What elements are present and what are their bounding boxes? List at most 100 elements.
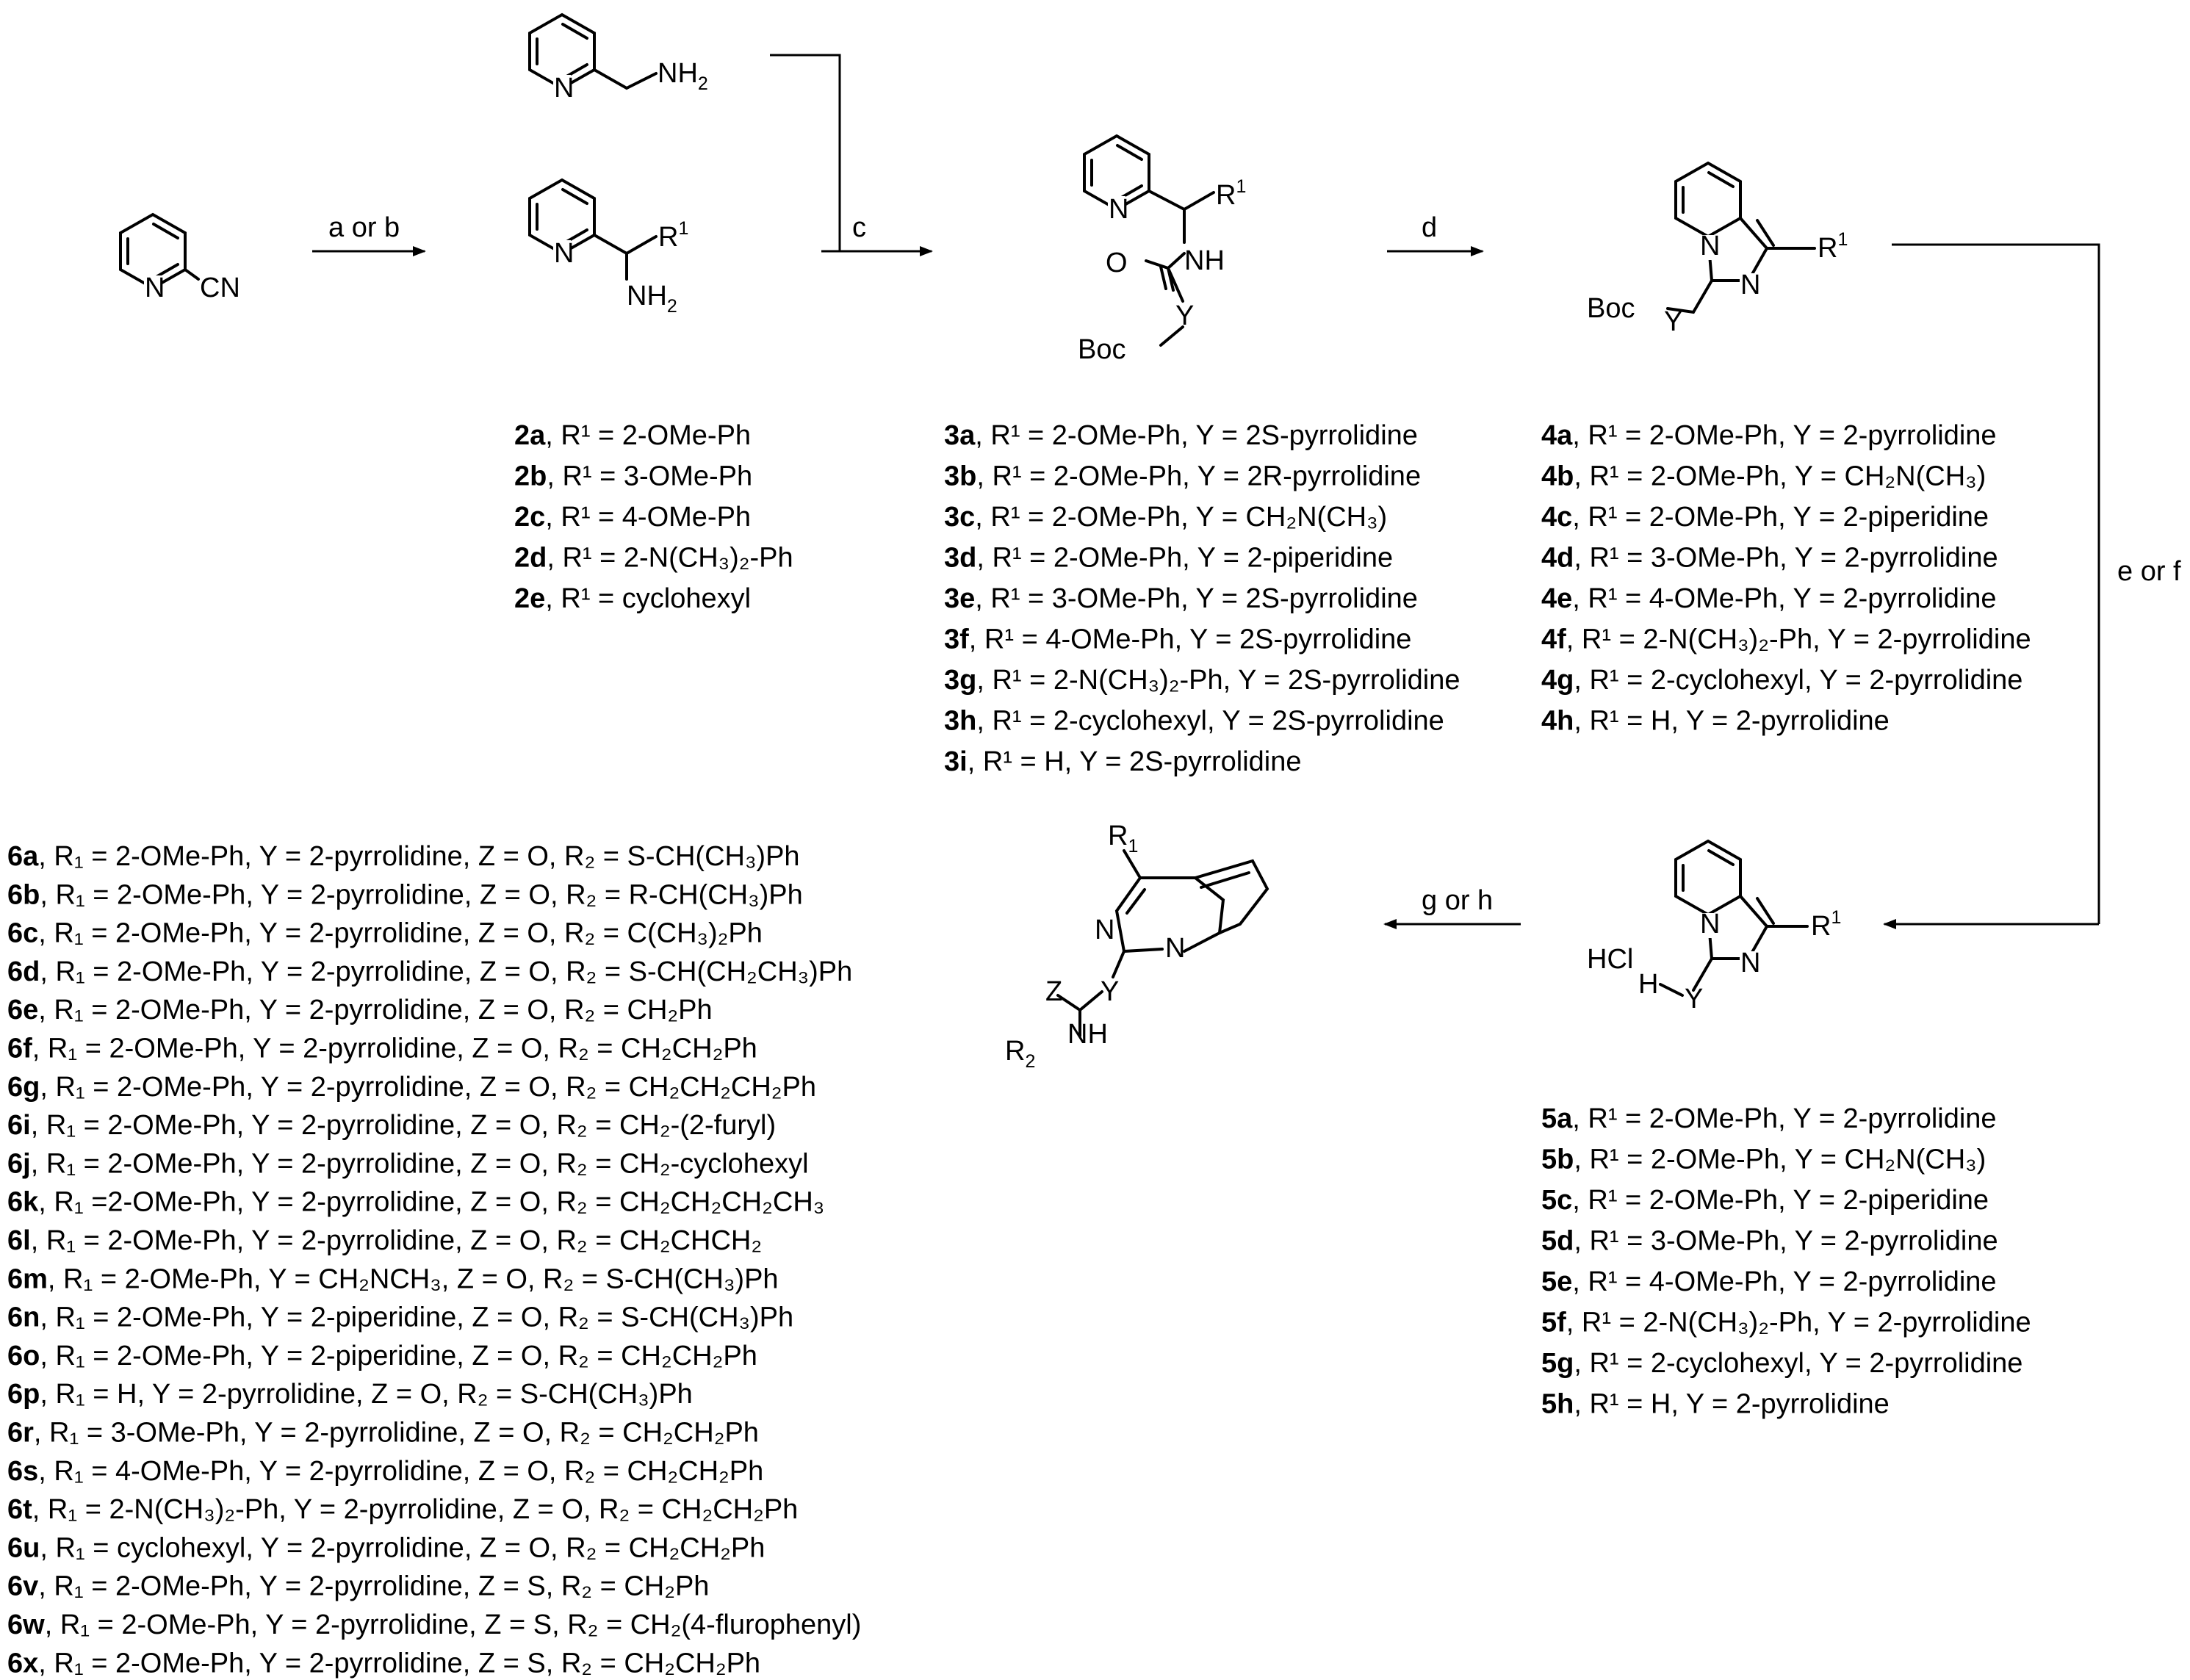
- compound-entry-4e: 4e, R¹ = 4-OMe-Ph, Y = 2-pyrrolidine: [1541, 583, 1997, 614]
- compound-entry-5e: 5e, R¹ = 4-OMe-Ph, Y = 2-pyrrolidine: [1541, 1266, 1997, 1297]
- compound-entry-6r: 6r, R₁ = 3-OMe-Ph, Y = 2-pyrrolidine, Z …: [7, 1418, 759, 1449]
- compound-entry-3c: 3c, R¹ = 2-OMe-Ph, Y = CH₂N(CH₃): [944, 502, 1387, 533]
- compound-entry-6g: 6g, R₁ = 2-OMe-Ph, Y = 2-pyrrolidine, Z …: [7, 1072, 816, 1103]
- r2-label: R2: [1005, 1036, 1035, 1072]
- z-label: Z: [1045, 976, 1062, 1007]
- compound-entry-4a: 4a, R¹ = 2-OMe-Ph, Y = 2-pyrrolidine: [1541, 420, 1997, 451]
- compound-entry-4d: 4d, R¹ = 3-OMe-Ph, Y = 2-pyrrolidine: [1541, 543, 1998, 574]
- atom-n-imidazole: N: [1095, 915, 1114, 945]
- compound-entry-5b: 5b, R¹ = 2-OMe-Ph, Y = CH₂N(CH₃): [1541, 1144, 1986, 1175]
- compound-list-3: 3a, R¹ = 2-OMe-Ph, Y = 2S-pyrrolidine 3b,…: [944, 420, 1460, 777]
- structure-2-picolylamine: N NH2: [528, 12, 708, 104]
- structure-2-cyanopyridine: N CN: [119, 212, 240, 303]
- structure-compound-4: N N R1 Boc Y: [1587, 161, 1848, 337]
- compound-entry-6v: 6v, R₁ = 2-OMe-Ph, Y = 2-pyrrolidine, Z …: [7, 1571, 709, 1602]
- compound-entry-2e: 2e, R¹ = cyclohexyl: [514, 583, 751, 614]
- compound-entry-6c: 6c, R₁ = 2-OMe-Ph, Y = 2-pyrrolidine, Z …: [7, 918, 763, 949]
- compound-list-6: 6a, R₁ = 2-OMe-Ph, Y = 2-pyrrolidine, Z …: [7, 841, 861, 1679]
- compound-entry-5c: 5c, R¹ = 2-OMe-Ph, Y = 2-piperidine: [1541, 1185, 1989, 1216]
- r1-label: R1: [658, 218, 688, 253]
- compound-entry-5h: 5h, R¹ = H, Y = 2-pyrrolidine: [1541, 1389, 1890, 1420]
- atom-n: N: [554, 73, 574, 104]
- y-label: Y: [1664, 306, 1682, 337]
- arrow-step-c: c: [770, 54, 933, 256]
- h-label: H: [1638, 969, 1658, 1000]
- atom-n-imidazole: N: [1740, 948, 1760, 978]
- compound-entry-6e: 6e, R₁ = 2-OMe-Ph, Y = 2-pyrrolidine, Z …: [7, 995, 713, 1025]
- compound-entry-3f: 3f, R¹ = 4-OMe-Ph, Y = 2S-pyrrolidine: [944, 624, 1411, 655]
- compound-entry-4b: 4b, R¹ = 2-OMe-Ph, Y = CH₂N(CH₃): [1541, 461, 1986, 492]
- compound-entry-6t: 6t, R₁ = 2-N(CH₃)₂-Ph, Y = 2-pyrrolidine…: [7, 1494, 798, 1525]
- compound-list-5: 5a, R¹ = 2-OMe-Ph, Y = 2-pyrrolidine5b, …: [1541, 1103, 2031, 1420]
- y-label: Y: [1685, 984, 1703, 1014]
- compound-entry-6b: 6b, R₁ = 2-OMe-Ph, Y = 2-pyrrolidine, Z …: [7, 879, 803, 910]
- compound-entry-3b: 3b, R¹ = 2-OMe-Ph, Y = 2R-pyrrolidine: [944, 461, 1421, 492]
- step-label-d: d: [1422, 212, 1437, 243]
- compound-entry-6a: 6a, R₁ = 2-OMe-Ph, Y = 2-pyrrolidine, Z …: [7, 841, 800, 872]
- amine-nh2-label: NH2: [658, 58, 708, 94]
- compound-entry-3d: 3d, R¹ = 2-OMe-Ph, Y = 2-piperidine: [944, 543, 1393, 574]
- nh-label: NH: [1184, 245, 1225, 276]
- boc-label: Boc: [1587, 293, 1635, 324]
- arrow-step-d: d: [1387, 212, 1484, 256]
- compound-entry-6m: 6m, R₁ = 2-OMe-Ph, Y = CH₂NCH₃, Z = O, R…: [7, 1263, 779, 1294]
- compound-entry-6n: 6n, R₁ = 2-OMe-Ph, Y = 2-piperidine, Z =…: [7, 1302, 793, 1333]
- nh2-label: NH2: [627, 281, 677, 317]
- r1-label: R1: [1818, 229, 1848, 264]
- r1-label: R1: [1108, 821, 1138, 857]
- compound-entry-6j: 6j, R₁ = 2-OMe-Ph, Y = 2-pyrrolidine, Z …: [7, 1148, 809, 1179]
- compound-entry-2b: 2b, R¹ = 3-OMe-Ph: [514, 461, 752, 492]
- step-label-a-or-b: a or b: [328, 212, 400, 243]
- compound-entry-2d: 2d, R¹ = 2-N(CH₃)₂-Ph: [514, 543, 793, 574]
- compound-entry-5d: 5d, R¹ = 3-OMe-Ph, Y = 2-pyrrolidine: [1541, 1226, 1998, 1257]
- compound-list-4: 4a, R¹ = 2-OMe-Ph, Y = 2-pyrrolidine 4b, …: [1541, 420, 2031, 737]
- step-label-c: c: [852, 212, 866, 243]
- boc-label: Boc: [1078, 334, 1125, 365]
- arrow-step-g-or-h: g or h: [1383, 885, 1521, 929]
- r1-label: R1: [1811, 907, 1841, 942]
- compound-entry-6f: 6f, R₁ = 2-OMe-Ph, Y = 2-pyrrolidine, Z …: [7, 1034, 757, 1064]
- nitrile-cn-label: CN: [200, 273, 240, 303]
- compound-entry-5f: 5f, R¹ = 2-N(CH₃)₂-Ph, Y = 2-pyrrolidine: [1541, 1308, 2031, 1338]
- compound-entry-6x: 6x, R₁ = 2-OMe-Ph, Y = 2-pyrrolidine, Z …: [7, 1648, 760, 1679]
- structure-compound-2: N R1 NH2: [528, 178, 688, 317]
- compound-entry-3g: 3g, R¹ = 2-N(CH₃)₂-Ph, Y = 2S-pyrrolidin…: [944, 665, 1460, 696]
- compound-entry-6l: 6l, R₁ = 2-OMe-Ph, Y = 2-pyrrolidine, Z …: [7, 1225, 762, 1256]
- compound-entry-4h: 4h, R¹ = H, Y = 2-pyrrolidine: [1541, 706, 1890, 737]
- compound-entry-6d: 6d, R₁ = 2-OMe-Ph, Y = 2-pyrrolidine, Z …: [7, 956, 852, 987]
- compound-entry-3i: 3i, R¹ = H, Y = 2S-pyrrolidine: [944, 746, 1302, 777]
- compound-entry-4g: 4g, R¹ = 2-cyclohexyl, Y = 2-pyrrolidine: [1541, 665, 2022, 696]
- y-label: Y: [1175, 300, 1194, 331]
- atom-n: N: [554, 238, 574, 269]
- hcl-label: HCl: [1587, 944, 1633, 975]
- atom-n-bridgehead: N: [1165, 933, 1185, 964]
- compound-entry-2c: 2c, R¹ = 4-OMe-Ph: [514, 502, 751, 533]
- nh-label: NH: [1067, 1019, 1108, 1050]
- structure-compound-5: N N R1 HCl H Y: [1587, 839, 1841, 1014]
- compound-entry-4f: 4f, R¹ = 2-N(CH₃)₂-Ph, Y = 2-pyrrolidine: [1541, 624, 2031, 655]
- atom-n: N: [1109, 194, 1128, 225]
- step-label-g-or-h: g or h: [1422, 885, 1493, 916]
- compound-entry-4c: 4c, R¹ = 2-OMe-Ph, Y = 2-piperidine: [1541, 502, 1989, 533]
- compound-entry-3a: 3a, R¹ = 2-OMe-Ph, Y = 2S-pyrrolidine: [944, 420, 1418, 451]
- atom-n: N: [145, 273, 165, 303]
- compound-entry-6k: 6k, R₁ =2-OMe-Ph, Y = 2-pyrrolidine, Z =…: [7, 1187, 824, 1218]
- structure-compound-3: N R1 NH O Y Boc: [1078, 134, 1246, 365]
- y-label: Y: [1101, 976, 1119, 1007]
- step-label-e-or-f: e or f: [2117, 556, 2181, 587]
- carbonyl-o-label: O: [1106, 248, 1128, 278]
- atom-n-bridgehead: N: [1700, 909, 1720, 940]
- atom-n-bridgehead: N: [1700, 231, 1720, 262]
- atom-n-imidazole: N: [1740, 270, 1760, 300]
- compound-entry-6o: 6o, R₁ = 2-OMe-Ph, Y = 2-piperidine, Z =…: [7, 1341, 757, 1371]
- compound-entry-6i: 6i, R₁ = 2-OMe-Ph, Y = 2-pyrrolidine, Z …: [7, 1110, 776, 1141]
- compound-entry-3h: 3h, R¹ = 2-cyclohexyl, Y = 2S-pyrrolidin…: [944, 706, 1444, 737]
- compound-entry-6p: 6p, R₁ = H, Y = 2-pyrrolidine, Z = O, R₂…: [7, 1379, 693, 1410]
- compound-entry-2a: 2a, R¹ = 2-OMe-Ph: [514, 420, 751, 451]
- compound-entry-6u: 6u, R₁ = cyclohexyl, Y = 2-pyrrolidine, …: [7, 1532, 765, 1563]
- compound-entry-6s: 6s, R₁ = 4-OMe-Ph, Y = 2-pyrrolidine, Z …: [7, 1456, 763, 1487]
- compound-entry-6w: 6w, R₁ = 2-OMe-Ph, Y = 2-pyrrolidine, Z …: [7, 1609, 861, 1640]
- arrow-step-a-or-b: a or b: [312, 212, 426, 256]
